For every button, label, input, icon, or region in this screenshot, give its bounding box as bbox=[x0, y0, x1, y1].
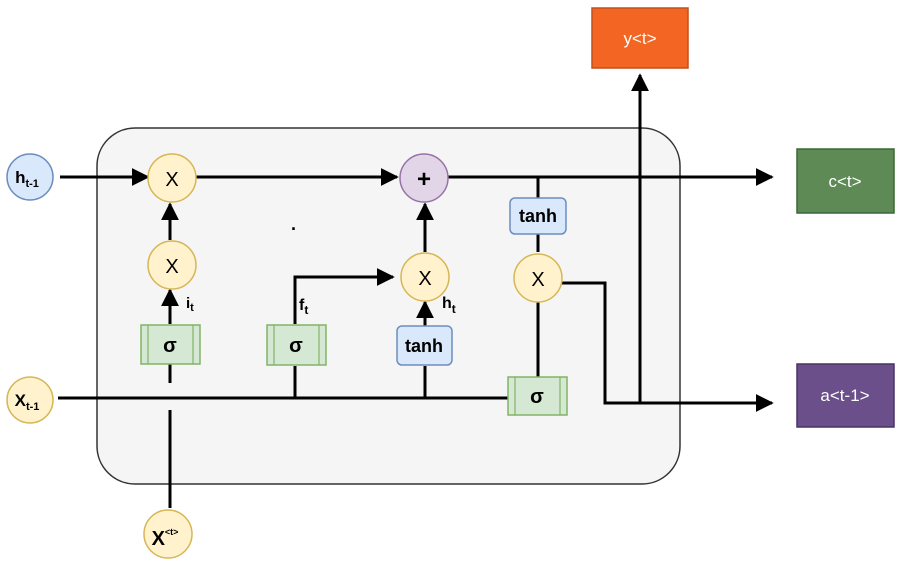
wire-sigma2-to-mult3 bbox=[293, 268, 395, 324]
add-node: + bbox=[399, 153, 449, 203]
label-f-t: ft bbox=[299, 297, 308, 317]
output-a-t-label: a<t-1> bbox=[820, 386, 869, 405]
input-x-prev-label: Xt-1 bbox=[15, 391, 40, 413]
mult-node-1: X bbox=[147, 153, 197, 203]
stray-dot: . bbox=[291, 214, 296, 234]
output-c-t-label: c<t> bbox=[828, 172, 861, 191]
output-y-t-label: y<t> bbox=[623, 29, 656, 48]
input-x-t-label: X<t> bbox=[152, 527, 179, 550]
sigma-gate-1-label: σ bbox=[163, 335, 177, 357]
label-h-t: ht bbox=[442, 295, 456, 316]
sigma-gate-2-label: σ bbox=[289, 335, 303, 357]
sigma-gate-3-label: σ bbox=[530, 386, 544, 408]
mult-node-3: X bbox=[400, 252, 450, 302]
mult-node-2: X bbox=[147, 240, 197, 290]
tanh-block-2-label: tanh bbox=[519, 206, 557, 226]
mult-node-4-label: X bbox=[531, 269, 544, 291]
input-x-t: X<t> bbox=[143, 509, 193, 559]
tanh-block-1-label: tanh bbox=[405, 336, 443, 356]
mult-node-2-label: X bbox=[165, 256, 178, 278]
output-c-t: c<t> bbox=[796, 148, 895, 214]
output-a-t: a<t-1> bbox=[796, 363, 895, 428]
wire-mult4-to-output bbox=[562, 281, 774, 412]
sigma-gate-3: σ bbox=[507, 376, 568, 416]
mult-node-4: X bbox=[513, 253, 563, 303]
sigma-gate-2: σ bbox=[266, 324, 327, 366]
label-i-t: it bbox=[186, 295, 194, 314]
tanh-block-1: tanh bbox=[396, 325, 453, 366]
mult-node-1-label: X bbox=[165, 169, 178, 191]
input-x-prev: Xt-1 bbox=[6, 376, 54, 424]
wires bbox=[58, 73, 774, 508]
mult-node-3-label: X bbox=[418, 268, 431, 290]
input-h-prev: ht-1 bbox=[6, 153, 54, 201]
add-node-label: + bbox=[417, 166, 431, 193]
tanh-block-2: tanh bbox=[509, 197, 567, 235]
sigma-gate-1: σ bbox=[140, 324, 201, 365]
output-y-t: y<t> bbox=[591, 7, 689, 69]
input-h-prev-label: ht-1 bbox=[15, 168, 39, 190]
